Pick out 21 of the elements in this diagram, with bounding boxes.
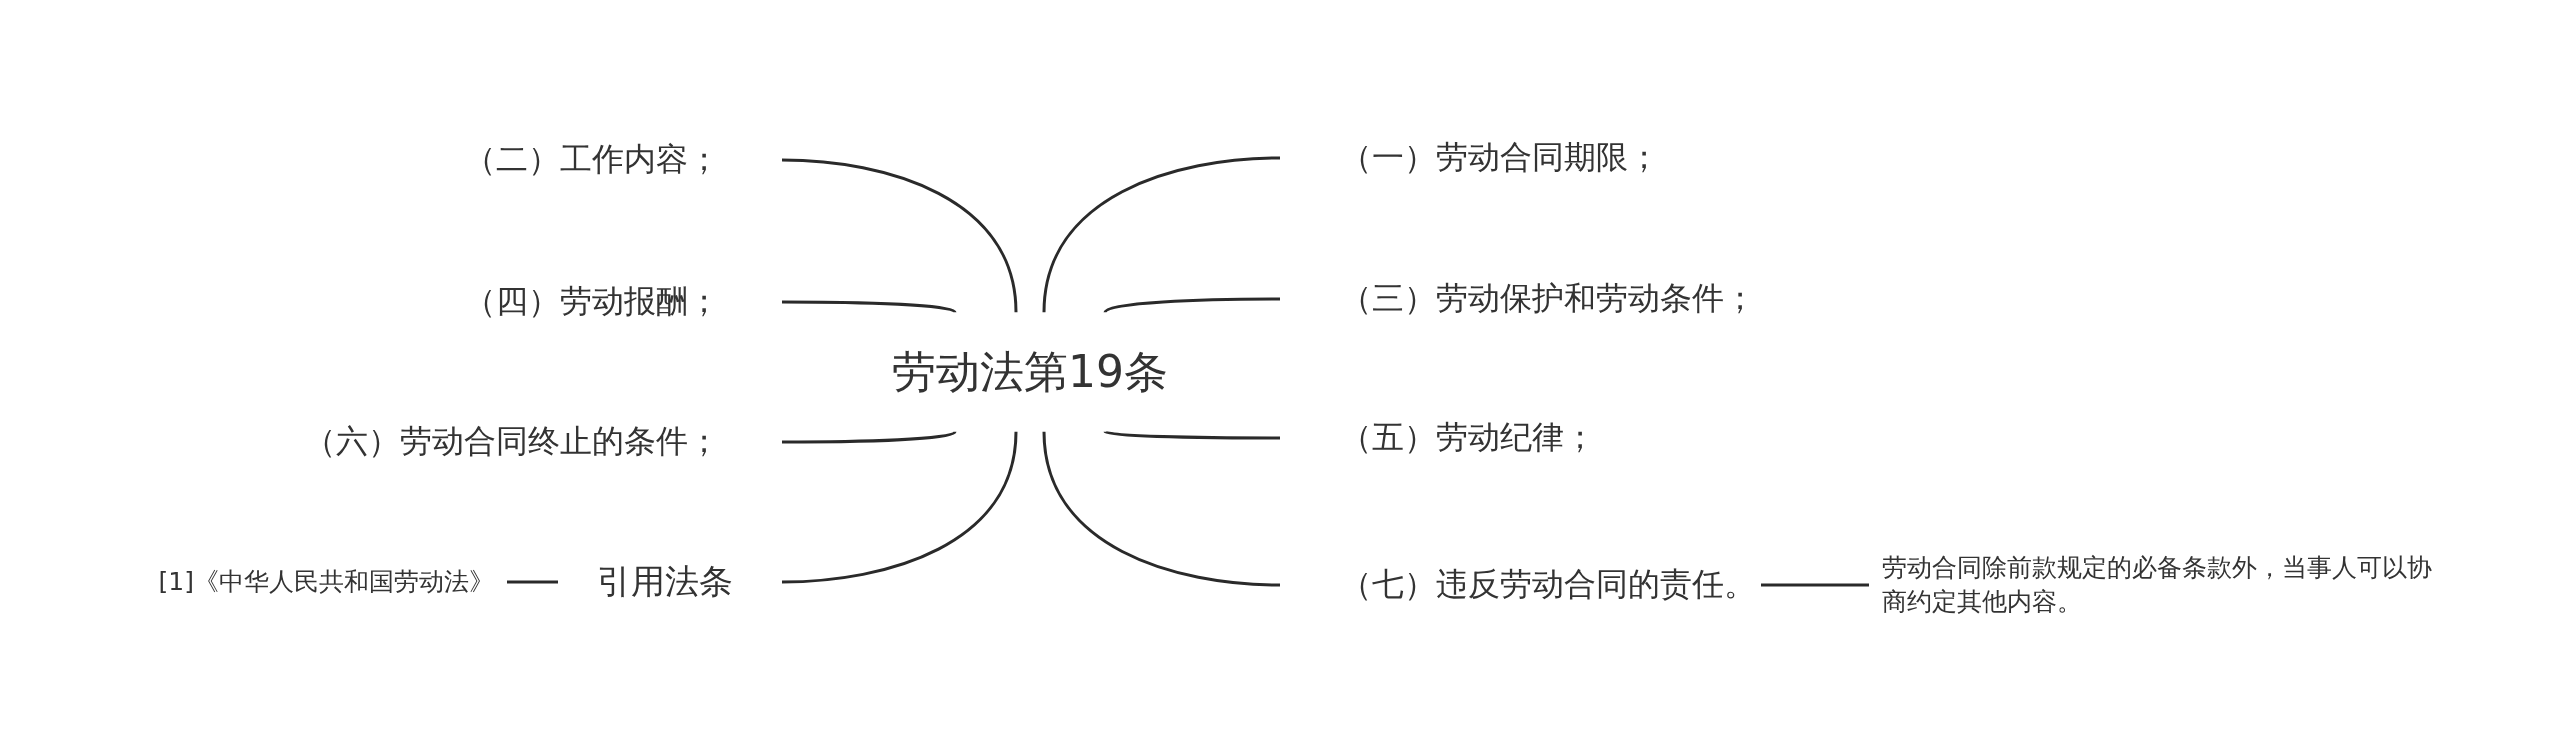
topic-text: （二）工作内容； — [464, 139, 720, 181]
connector-line — [781, 158, 1018, 313]
topic-text: （三）劳动保护和劳动条件； — [1340, 278, 1756, 320]
connector-line — [782, 300, 956, 314]
connector-line — [1042, 431, 1281, 587]
topic-text: [1]《中华人民共和国劳动法》 — [158, 566, 494, 599]
connector-line — [782, 430, 956, 444]
topic-text: 劳动法第19条 — [892, 345, 1168, 400]
topic-text: （一）劳动合同期限； — [1340, 137, 1660, 179]
connector-line — [1761, 583, 1869, 587]
topic-text: （七）违反劳动合同的责任。 — [1340, 564, 1756, 606]
connector-line — [1103, 297, 1280, 314]
topic-text: 劳动合同除前款规定的必备条款外，当事人可以协商约定其他内容。 — [1882, 552, 2433, 618]
topic-text: （五）劳动纪律； — [1340, 417, 1596, 459]
topic-text: （六）劳动合同终止的条件； — [304, 421, 720, 463]
topic-text: 引用法条 — [597, 560, 733, 604]
connector-line — [781, 431, 1018, 584]
connector-line — [1104, 430, 1280, 440]
topic-text: （四）劳动报酬； — [464, 281, 720, 323]
connector-line — [507, 580, 558, 584]
connector-line — [1042, 156, 1281, 313]
